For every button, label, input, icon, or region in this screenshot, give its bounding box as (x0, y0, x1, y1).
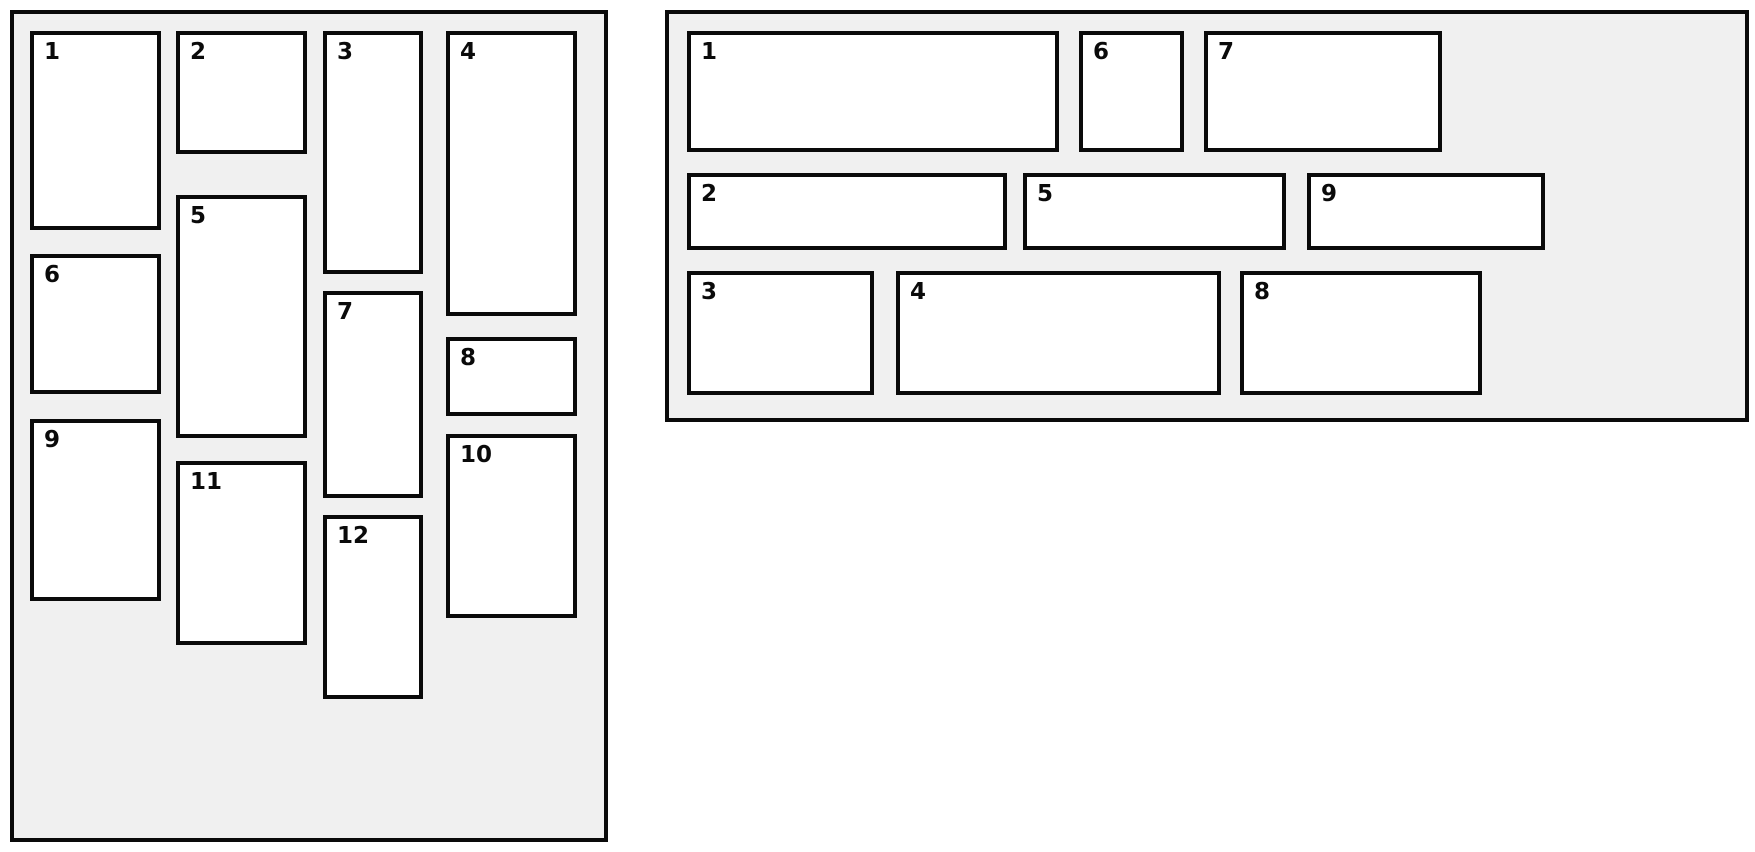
layout-cell[interactable]: 9 (30, 419, 161, 601)
layout-cell[interactable]: 8 (446, 337, 577, 416)
layout-cell[interactable]: 11 (176, 461, 307, 645)
layout-cell[interactable]: 1 (687, 31, 1059, 152)
layout-cell[interactable]: 4 (446, 31, 577, 316)
layout-cell[interactable]: 10 (446, 434, 577, 618)
layout-cell[interactable]: 2 (687, 173, 1007, 250)
cell-label: 11 (190, 469, 223, 495)
layout-cell[interactable]: 5 (1023, 173, 1286, 250)
layout-cell[interactable]: 6 (30, 254, 161, 394)
layout-cell[interactable]: 3 (687, 271, 874, 395)
cell-label: 1 (44, 39, 61, 65)
cell-label: 5 (1037, 181, 1054, 207)
cell-label: 2 (701, 181, 718, 207)
cell-label: 2 (190, 39, 207, 65)
layout-cell[interactable]: 12 (323, 515, 423, 699)
layout-cell[interactable]: 2 (176, 31, 307, 154)
cell-label: 9 (44, 427, 61, 453)
right-panel: 1 6 7 2 5 9 3 4 8 (665, 10, 1749, 422)
layout-cell[interactable]: 6 (1079, 31, 1184, 152)
layout-cell[interactable]: 9 (1307, 173, 1545, 250)
layout-cell[interactable]: 1 (30, 31, 161, 230)
layout-cell[interactable]: 7 (1204, 31, 1442, 152)
layout-cell[interactable]: 4 (896, 271, 1221, 395)
layout-cell[interactable]: 8 (1240, 271, 1482, 395)
cell-label: 6 (44, 262, 61, 288)
cell-label: 7 (1218, 39, 1235, 65)
layout-cell[interactable]: 7 (323, 291, 423, 498)
layout-cell[interactable]: 5 (176, 195, 307, 438)
cell-label: 9 (1321, 181, 1338, 207)
cell-label: 10 (460, 442, 493, 468)
cell-label: 3 (701, 279, 718, 305)
cell-label: 6 (1093, 39, 1110, 65)
cell-label: 5 (190, 203, 207, 229)
cell-label: 3 (337, 39, 354, 65)
cell-label: 7 (337, 299, 354, 325)
cell-label: 8 (460, 345, 477, 371)
cell-label: 4 (910, 279, 927, 305)
cell-label: 4 (460, 39, 477, 65)
cell-label: 12 (337, 523, 370, 549)
cell-label: 8 (1254, 279, 1271, 305)
layout-cell[interactable]: 3 (323, 31, 423, 274)
cell-label: 1 (701, 39, 718, 65)
